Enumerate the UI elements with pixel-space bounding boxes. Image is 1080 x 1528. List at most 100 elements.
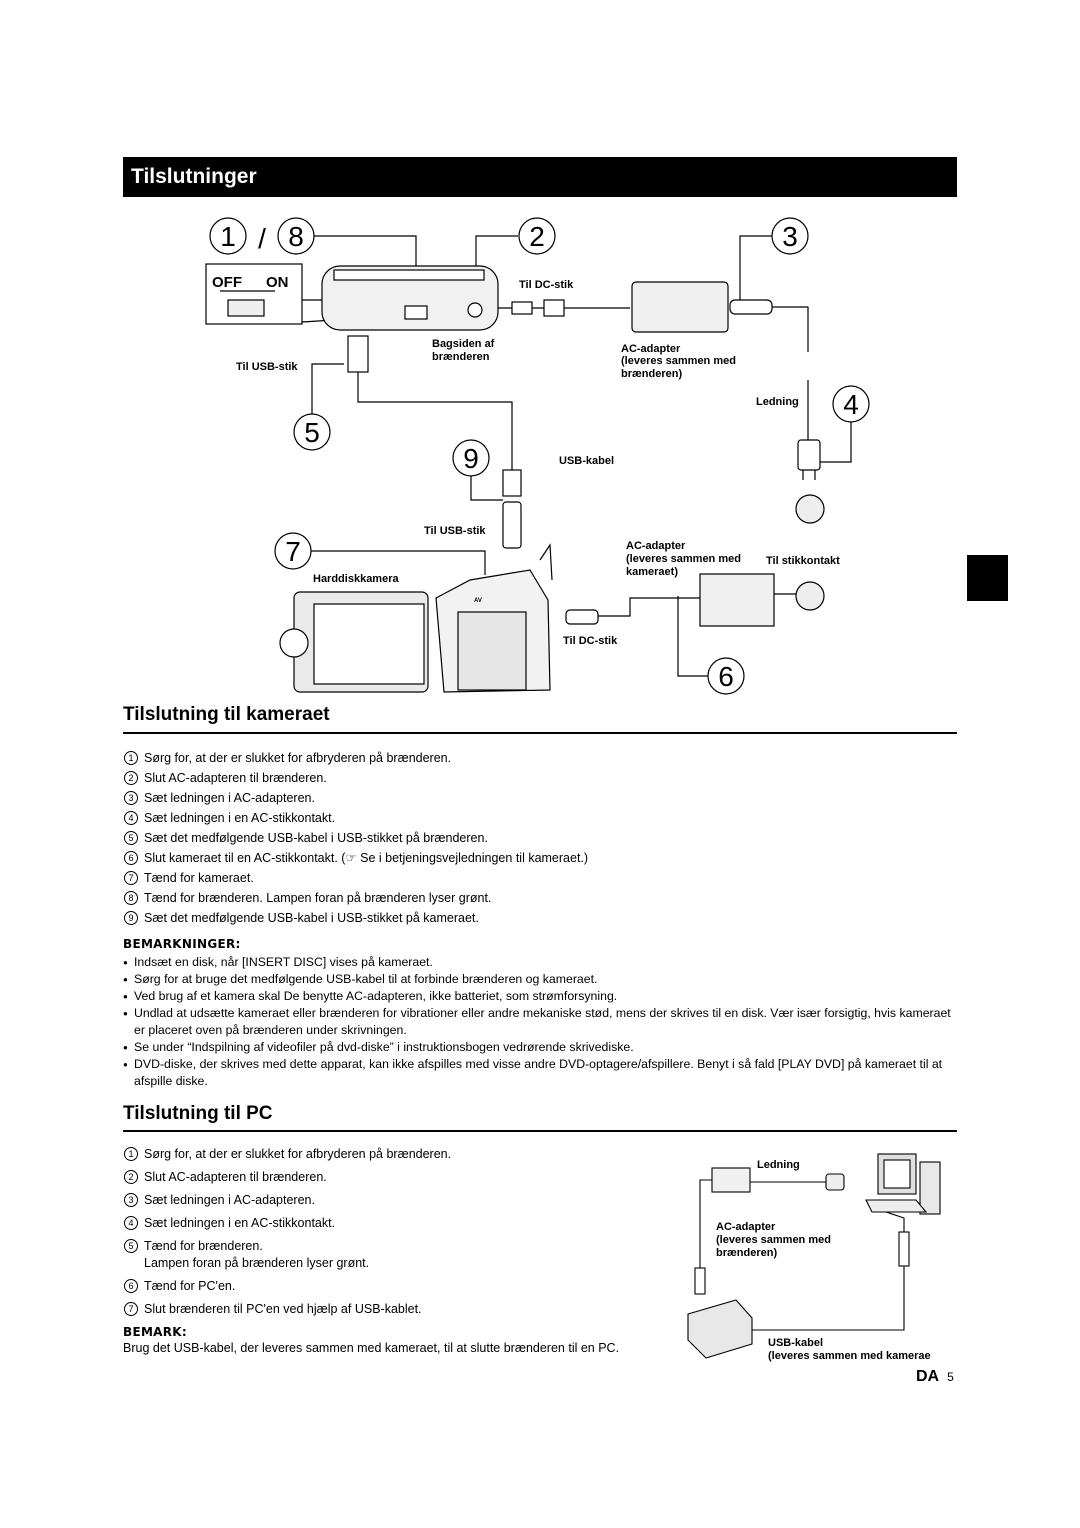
step: 7 Tænd for kameraet.: [123, 868, 588, 888]
note-item: Ved brug af et kamera skal De benytte AC…: [123, 988, 953, 1005]
step-text: Slut AC-adapteren til brænderen.: [144, 771, 327, 785]
callout-slash: /: [258, 223, 266, 254]
outlet-label: Til stikkontakt: [766, 555, 840, 567]
off-label: OFF: [212, 274, 242, 291]
step: 1 Sørg for, at der er slukket for afbryde…: [123, 1144, 451, 1167]
note-item: Indsæt en disk, når [INSERT DISC] vises …: [123, 954, 953, 971]
notes-list: Indsæt en disk, når [INSERT DISC] vises …: [123, 954, 953, 1090]
step: 8 Tænd for brænderen. Lampen foran på bræ…: [123, 888, 588, 908]
step-continuation: Lampen foran på brænderen lyser grønt.: [123, 1253, 451, 1276]
step-text: Tænd for kameraet.: [144, 871, 254, 885]
step-text: Sørg for, at der er slukket for afbryder…: [144, 1147, 452, 1161]
callout-2: 2: [529, 221, 545, 252]
section-banner: Tilslutninger: [123, 157, 957, 197]
step: 2 Slut AC-adapteren til brænderen.: [123, 768, 588, 788]
dc-port-label: Til DC-stik: [519, 279, 574, 291]
step-number: 4: [124, 1216, 138, 1230]
step: 5 Tænd for brænderen.: [123, 1236, 451, 1253]
section-title-pc: Tilslutning til PC: [123, 1103, 273, 1124]
step-number: 4: [124, 811, 138, 825]
pc-steps: 1 Sørg for, at der er slukket for afbryde…: [123, 1144, 451, 1322]
camera-label: Harddiskkamera: [313, 573, 399, 585]
step-text: Tænd for brænderen.: [144, 1239, 263, 1253]
ac-adapter-top-2: (leveres sammen med: [621, 355, 736, 367]
step-text: Sørg for, at der er slukket for afbryder…: [144, 751, 452, 765]
step-text: Sæt ledningen i AC-adapteren.: [144, 791, 315, 805]
callout-circle-1: [209, 217, 247, 255]
ac-adapter-bot-1: AC-adapter: [626, 540, 686, 552]
step-number: 7: [124, 1302, 138, 1316]
notes-title: BEMARKNINGER:: [123, 937, 241, 951]
on-label: ON: [266, 274, 289, 291]
step-number: 7: [124, 871, 138, 885]
page-footer: DA 5: [916, 1368, 954, 1386]
section-rule: [123, 1130, 957, 1132]
step-number: 1: [124, 1147, 138, 1161]
step-text: Sæt ledningen i en AC-stikkontakt.: [144, 811, 336, 825]
page-title: Tilslutninger: [131, 165, 257, 188]
side-tab-marker: [967, 555, 1008, 601]
connection-diagram: 1 / 8 2 3 4 5 9 7 6 OFF ON Til DC-stik B…: [205, 217, 870, 695]
pc-usb-label-2: (leveres sammen med kamerae: [768, 1350, 931, 1362]
callout-7: 7: [285, 536, 301, 567]
step: 4 Sæt ledningen i en AC-stikkontakt.: [123, 808, 588, 828]
usb-port-label: Til USB-stik: [236, 361, 298, 373]
callout-8: 8: [288, 221, 304, 252]
callout-9: 9: [463, 443, 479, 474]
camera-dc-label: Til DC-stik: [563, 635, 618, 647]
note-item: Undlad at udsætte kameraet eller brænder…: [123, 1005, 953, 1039]
callout-1: 1: [220, 221, 236, 252]
step: 6 Slut kameraet til en AC-stikkontakt. (☞…: [123, 848, 588, 868]
page-number: 5: [947, 1370, 954, 1384]
step-text: Sæt det medfølgende USB-kabel i USB-stik…: [144, 911, 479, 925]
step-text: Tænd for PC'en.: [144, 1279, 236, 1293]
step-text: Slut brænderen til PC'en ved hjælp af US…: [144, 1302, 422, 1316]
step-number: 5: [124, 831, 138, 845]
pc-usb-label-1: USB-kabel: [768, 1337, 823, 1349]
pc-ac-label-1: AC-adapter: [716, 1221, 776, 1233]
step-number: 3: [124, 791, 138, 805]
pc-ac-label-2: (leveres sammen med: [716, 1234, 831, 1246]
note-item: Sørg for at bruge det medfølgende USB-ka…: [123, 971, 953, 988]
rear-label-1: Bagsiden af: [432, 338, 495, 350]
step: 2 Slut AC-adapteren til brænderen.: [123, 1167, 451, 1190]
ac-adapter-bot-3: kameraet): [626, 566, 678, 578]
step-number: 6: [124, 851, 138, 865]
note-item: Se under “Indspilning af videofiler på d…: [123, 1039, 953, 1056]
rear-label-2: brænderen: [432, 351, 490, 363]
callout-3: 3: [782, 221, 798, 252]
step-text: Slut AC-adapteren til brænderen.: [144, 1170, 327, 1184]
note-text: Brug det USB-kabel, der leveres sammen m…: [123, 1341, 620, 1355]
step: 5 Sæt det medfølgende USB-kabel i USB-sti…: [123, 828, 588, 848]
step-number: 2: [124, 771, 138, 785]
step: 9 Sæt det medfølgende USB-kabel i USB-sti…: [123, 908, 588, 928]
camera-usb-label: Til USB-stik: [424, 525, 486, 537]
step-number: 2: [124, 1170, 138, 1184]
step: 3 Sæt ledningen i AC-adapteren.: [123, 1190, 451, 1213]
callout-circle-2: [518, 217, 556, 255]
step: 3 Sæt ledningen i AC-adapteren.: [123, 788, 588, 808]
step-text: Sæt ledningen i AC-adapteren.: [144, 1193, 315, 1207]
av-label: AV: [474, 598, 482, 604]
ac-adapter-top-3: brænderen): [621, 368, 682, 380]
step-number: 6: [124, 1279, 138, 1293]
step-number: 5: [124, 1239, 138, 1253]
step-text: Sæt det medfølgende USB-kabel i USB-stik…: [144, 831, 488, 845]
language-code: DA: [916, 1368, 940, 1385]
ac-adapter-top-1: AC-adapter: [621, 343, 681, 355]
step-number: 8: [124, 891, 138, 905]
cord-label: Ledning: [756, 396, 799, 408]
step-text: Tænd for brænderen. Lampen foran på bræn…: [144, 891, 492, 905]
pc-ac-label-3: brænderen): [716, 1247, 777, 1259]
step-number: 3: [124, 1193, 138, 1207]
note-item: DVD-diske, der skrives med dette apparat…: [123, 1056, 953, 1090]
step-text: Slut kameraet til en AC-stikkontakt. (☞ …: [144, 851, 589, 865]
usb-cable-label: USB-kabel: [559, 455, 614, 467]
callout-5: 5: [304, 417, 320, 448]
step-number: 9: [124, 911, 138, 925]
ac-adapter-bot-2: (leveres sammen med: [626, 553, 741, 565]
step-text: Lampen foran på brænderen lyser grønt.: [144, 1256, 370, 1270]
